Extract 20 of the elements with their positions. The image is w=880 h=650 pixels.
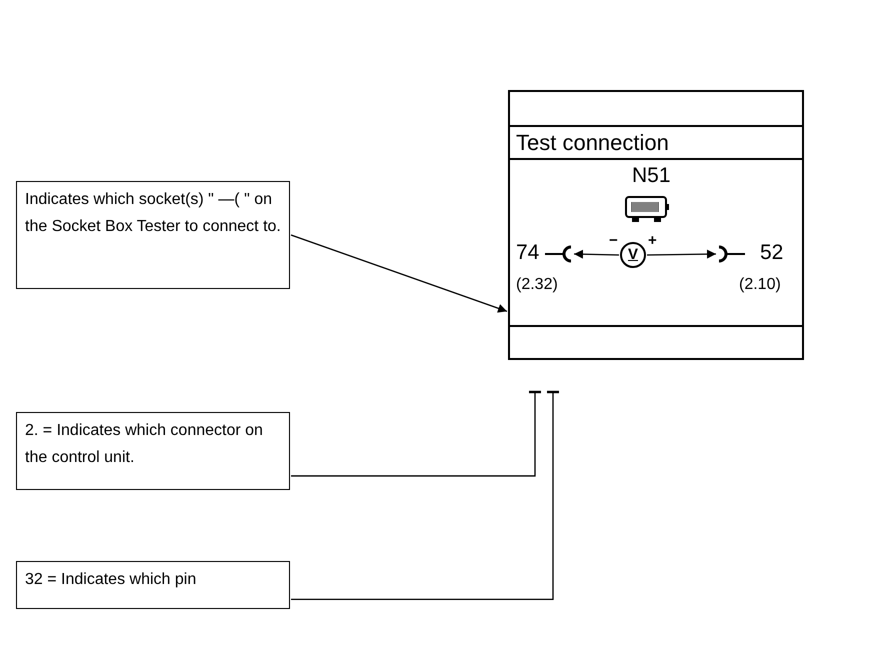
connector-pin-label: (2.10) (739, 276, 781, 294)
panel-heading: Test connection (516, 130, 669, 156)
pin-number: 74 (516, 241, 540, 265)
callout-box: 2. = Indicates which connector on the control unit. (16, 412, 290, 490)
socket-icon (717, 245, 745, 263)
callout-box: 32 = Indicates which pin (16, 561, 290, 609)
polarity-sign: + (648, 232, 657, 249)
component-label: N51 (632, 164, 671, 188)
arrow (290, 234, 508, 313)
test-panel (508, 90, 804, 360)
polarity-sign: − (609, 232, 618, 249)
voltmeter-symbol: V (620, 242, 646, 268)
leader-line (291, 390, 560, 600)
leader-line (291, 390, 542, 477)
connector-pin-label: (2.32) (516, 276, 558, 294)
arrow (647, 250, 716, 259)
arrow (574, 250, 620, 259)
callout-box: Indicates which socket(s) " —( " on the Socket Box Tester to connect to. (16, 181, 290, 289)
pin-number: 52 (760, 241, 784, 265)
socket-icon (545, 245, 573, 263)
